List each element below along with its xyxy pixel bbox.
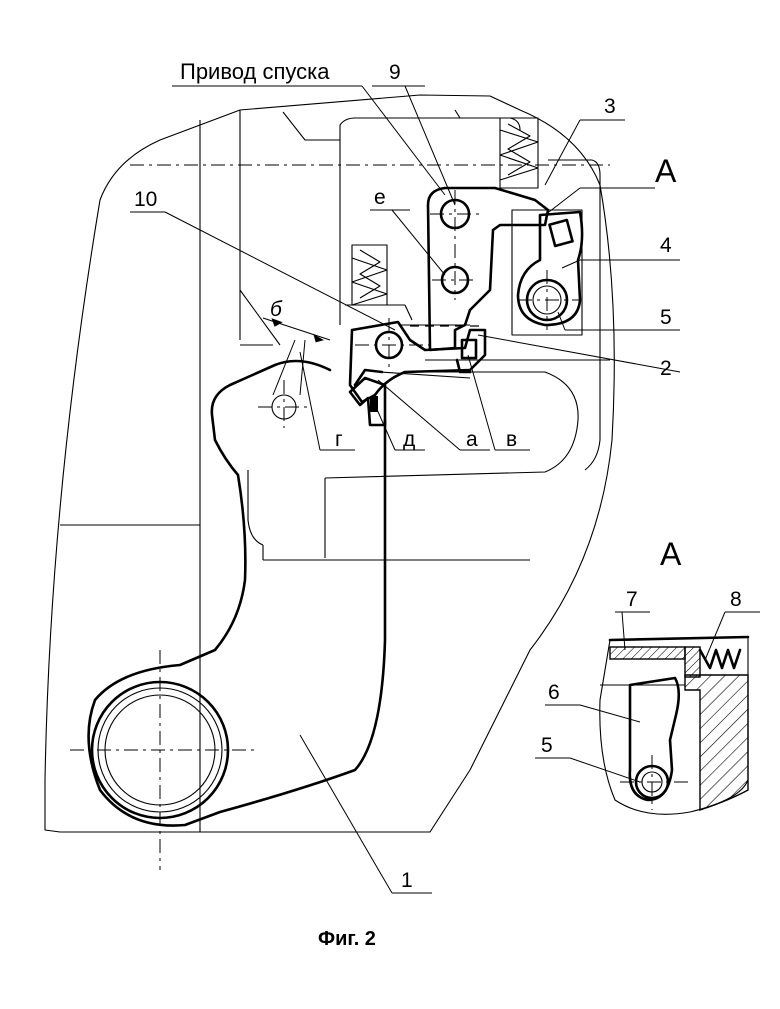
sear-assembly (345, 118, 610, 425)
label-2: 2 (660, 357, 672, 380)
detail-title-a: А (660, 536, 682, 572)
label-3: 3 (604, 95, 616, 118)
housing (45, 95, 614, 870)
detail-label-6: 6 (548, 681, 560, 704)
drive-label: Привод спуска (180, 59, 330, 84)
leader-lines (130, 86, 680, 893)
label-5: 5 (660, 306, 672, 329)
figure-caption: Фиг. 2 (318, 928, 376, 950)
label-9: 9 (389, 61, 401, 84)
detail-label-8: 8 (730, 588, 742, 611)
detail-label-5: 5 (541, 734, 553, 757)
view-label-a: А (655, 153, 677, 189)
label-b: б (270, 298, 283, 321)
label-e: е (374, 186, 386, 209)
label-4: 4 (660, 234, 672, 257)
label-10: 10 (134, 188, 157, 211)
label-v: в (506, 428, 517, 451)
detail-label-7: 7 (626, 588, 638, 611)
label-d: д (403, 428, 415, 451)
detail-view-a (535, 612, 760, 814)
label-a: а (466, 428, 478, 451)
label-1: 1 (401, 869, 413, 892)
label-g: г (335, 428, 343, 451)
